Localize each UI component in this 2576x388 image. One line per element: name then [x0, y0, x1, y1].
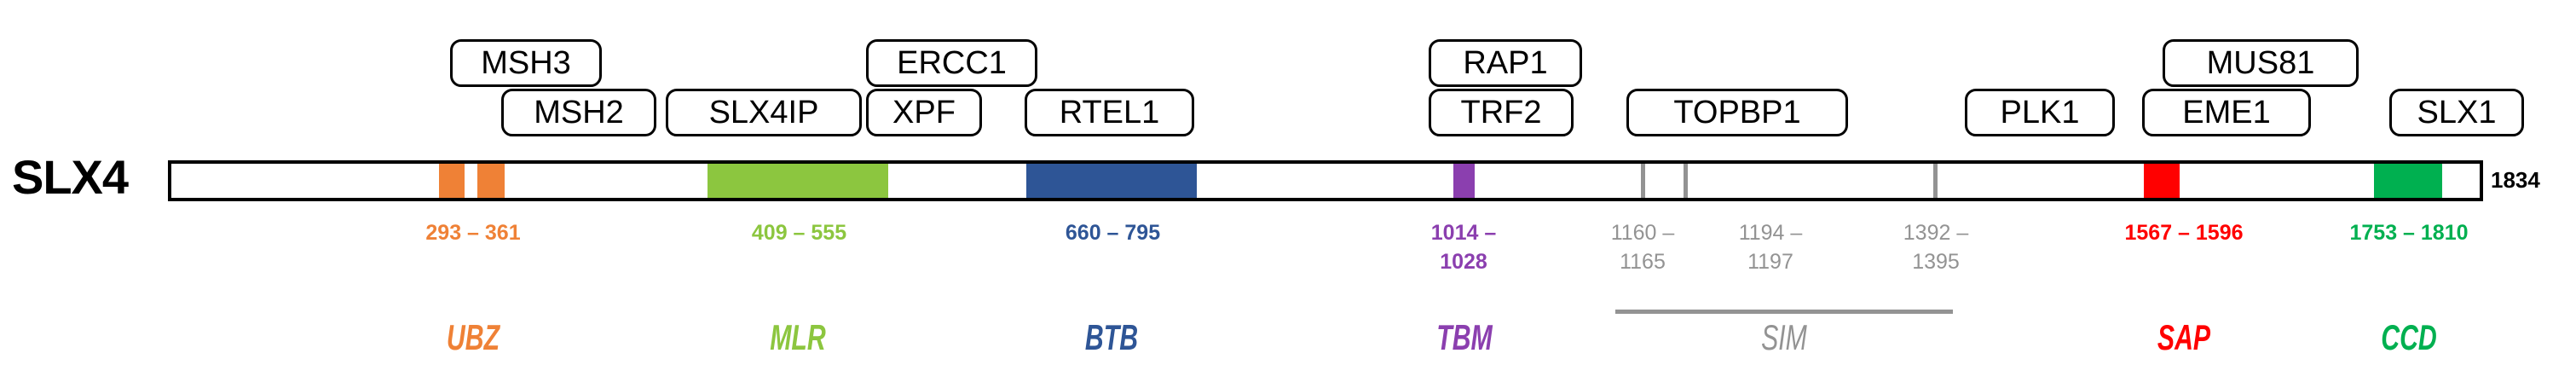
sim-tick-mark-1	[1641, 164, 1645, 198]
protein-total-length-label: 1834	[2491, 167, 2540, 193]
residue-range-sap: 1567 – 1596	[2124, 221, 2244, 245]
interactor-label-mus81[interactable]: MUS81	[2163, 39, 2359, 87]
domain-name-mlr: MLR	[770, 317, 826, 357]
interactor-label-trf2[interactable]: TRF2	[1429, 89, 1574, 136]
residue-range-sim-3: 1392 – 1395	[1903, 221, 1969, 274]
sim-bracket-line	[1615, 310, 1953, 314]
interactor-label-eme1[interactable]: EME1	[2142, 89, 2311, 136]
domain-name-tbm: TBM	[1436, 317, 1493, 357]
residue-range-ccd: 1753 – 1810	[2349, 221, 2469, 245]
interactor-label-rtel1[interactable]: RTEL1	[1025, 89, 1194, 136]
interactor-label-plk1[interactable]: PLK1	[1965, 89, 2115, 136]
domain-block-btb	[1026, 164, 1197, 198]
interactor-label-msh3[interactable]: MSH3	[450, 39, 602, 87]
domain-name-sim: SIM	[1761, 317, 1807, 357]
protein-backbone-bar	[168, 160, 2483, 201]
domain-block-ccd	[2374, 164, 2442, 198]
domain-name-sap: SAP	[2157, 317, 2211, 357]
interactor-label-msh2[interactable]: MSH2	[501, 89, 656, 136]
interactor-label-slx4ip[interactable]: SLX4IP	[666, 89, 862, 136]
protein-name-label: SLX4	[12, 150, 129, 204]
residue-range-ubz: 293 – 361	[425, 221, 521, 245]
domain-block-sap	[2144, 164, 2180, 198]
interactor-label-slx1[interactable]: SLX1	[2389, 89, 2524, 136]
sim-tick-mark-3	[1933, 164, 1938, 198]
sim-tick-mark-2	[1684, 164, 1688, 198]
residue-range-sim-2: 1194 – 1197	[1738, 221, 1803, 274]
domain-block-ubz	[439, 164, 465, 198]
domain-name-btb: BTB	[1084, 317, 1139, 357]
domain-block-ubz	[477, 164, 505, 198]
domain-block-mlr	[708, 164, 888, 198]
interactor-label-topbp1[interactable]: TOPBP1	[1626, 89, 1848, 136]
interactor-label-ercc1[interactable]: ERCC1	[866, 39, 1037, 87]
interactor-label-xpf[interactable]: XPF	[866, 89, 982, 136]
residue-range-mlr: 409 – 555	[751, 221, 847, 245]
domain-name-ccd: CCD	[2381, 317, 2437, 357]
residue-range-tbm: 1014 – 1028	[1430, 221, 1497, 274]
domain-name-ubz: UBZ	[446, 317, 500, 357]
residue-range-btb: 660 – 795	[1065, 221, 1161, 245]
domain-block-tbm	[1453, 164, 1475, 198]
residue-range-sim-1: 1160 – 1165	[1610, 221, 1675, 274]
interactor-label-rap1[interactable]: RAP1	[1429, 39, 1582, 87]
